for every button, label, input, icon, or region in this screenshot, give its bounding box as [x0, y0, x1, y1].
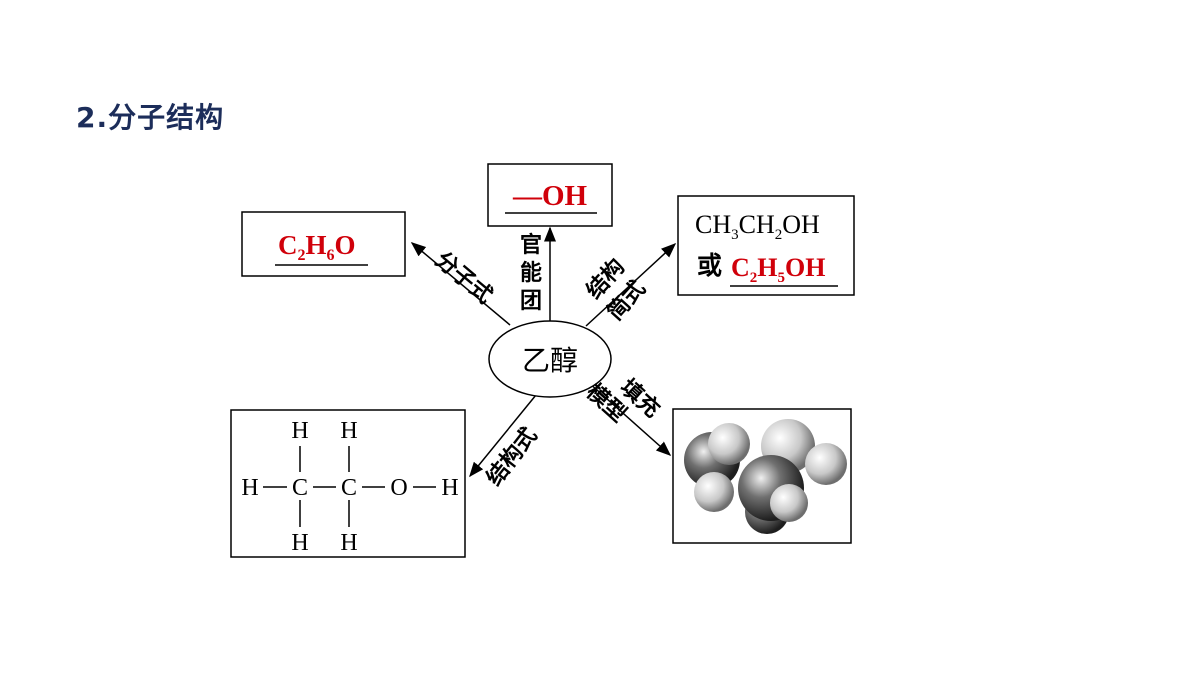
svg-text:C: C [292, 475, 308, 501]
page-title: 2.分子结构 [76, 101, 225, 134]
svg-text:H: H [291, 530, 308, 556]
functional-group-box [487, 163, 613, 227]
svg-text:官: 官 [520, 232, 542, 258]
arrow-molecular [410, 242, 511, 326]
simple-formula-answer: C2H5OH [731, 253, 825, 286]
svg-text:结构式: 结构式 [481, 423, 542, 491]
svg-text:能: 能 [520, 260, 542, 286]
svg-text:H: H [340, 530, 357, 556]
center-label: 乙醇 [522, 344, 578, 377]
center-node [488, 320, 612, 398]
arrow-simple [585, 242, 677, 327]
svg-text:H: H [441, 475, 458, 501]
space-filling-model [684, 419, 847, 534]
simple-or: 或 [697, 251, 722, 280]
structural-formula-box [230, 409, 466, 558]
functional-group: —OH [512, 180, 588, 212]
molecular-formula: C2H6O [278, 230, 356, 264]
svg-text:团: 团 [520, 289, 542, 314]
structural-formula: H H H C C O H H H [241, 418, 458, 556]
svg-text:分子式: 分子式 [430, 247, 497, 309]
svg-text:H: H [291, 418, 308, 444]
arrow-structural [469, 394, 537, 478]
simple-formula-box [677, 195, 855, 296]
structural-bonds [263, 446, 436, 527]
label-structural-formula: 结构式 [481, 423, 542, 491]
label-simple-formula: 结构 简式 [581, 254, 651, 326]
label-molecular-formula: 分子式 [430, 247, 497, 309]
svg-text:C: C [341, 475, 357, 501]
label-functional-group: 官 能 团 [520, 232, 542, 314]
arrow-model [587, 381, 672, 456]
simple-formula-line1: CH3CH2OH [695, 210, 820, 243]
svg-text:O: O [390, 475, 407, 501]
svg-text:H: H [340, 418, 357, 444]
svg-text:H: H [241, 475, 258, 501]
